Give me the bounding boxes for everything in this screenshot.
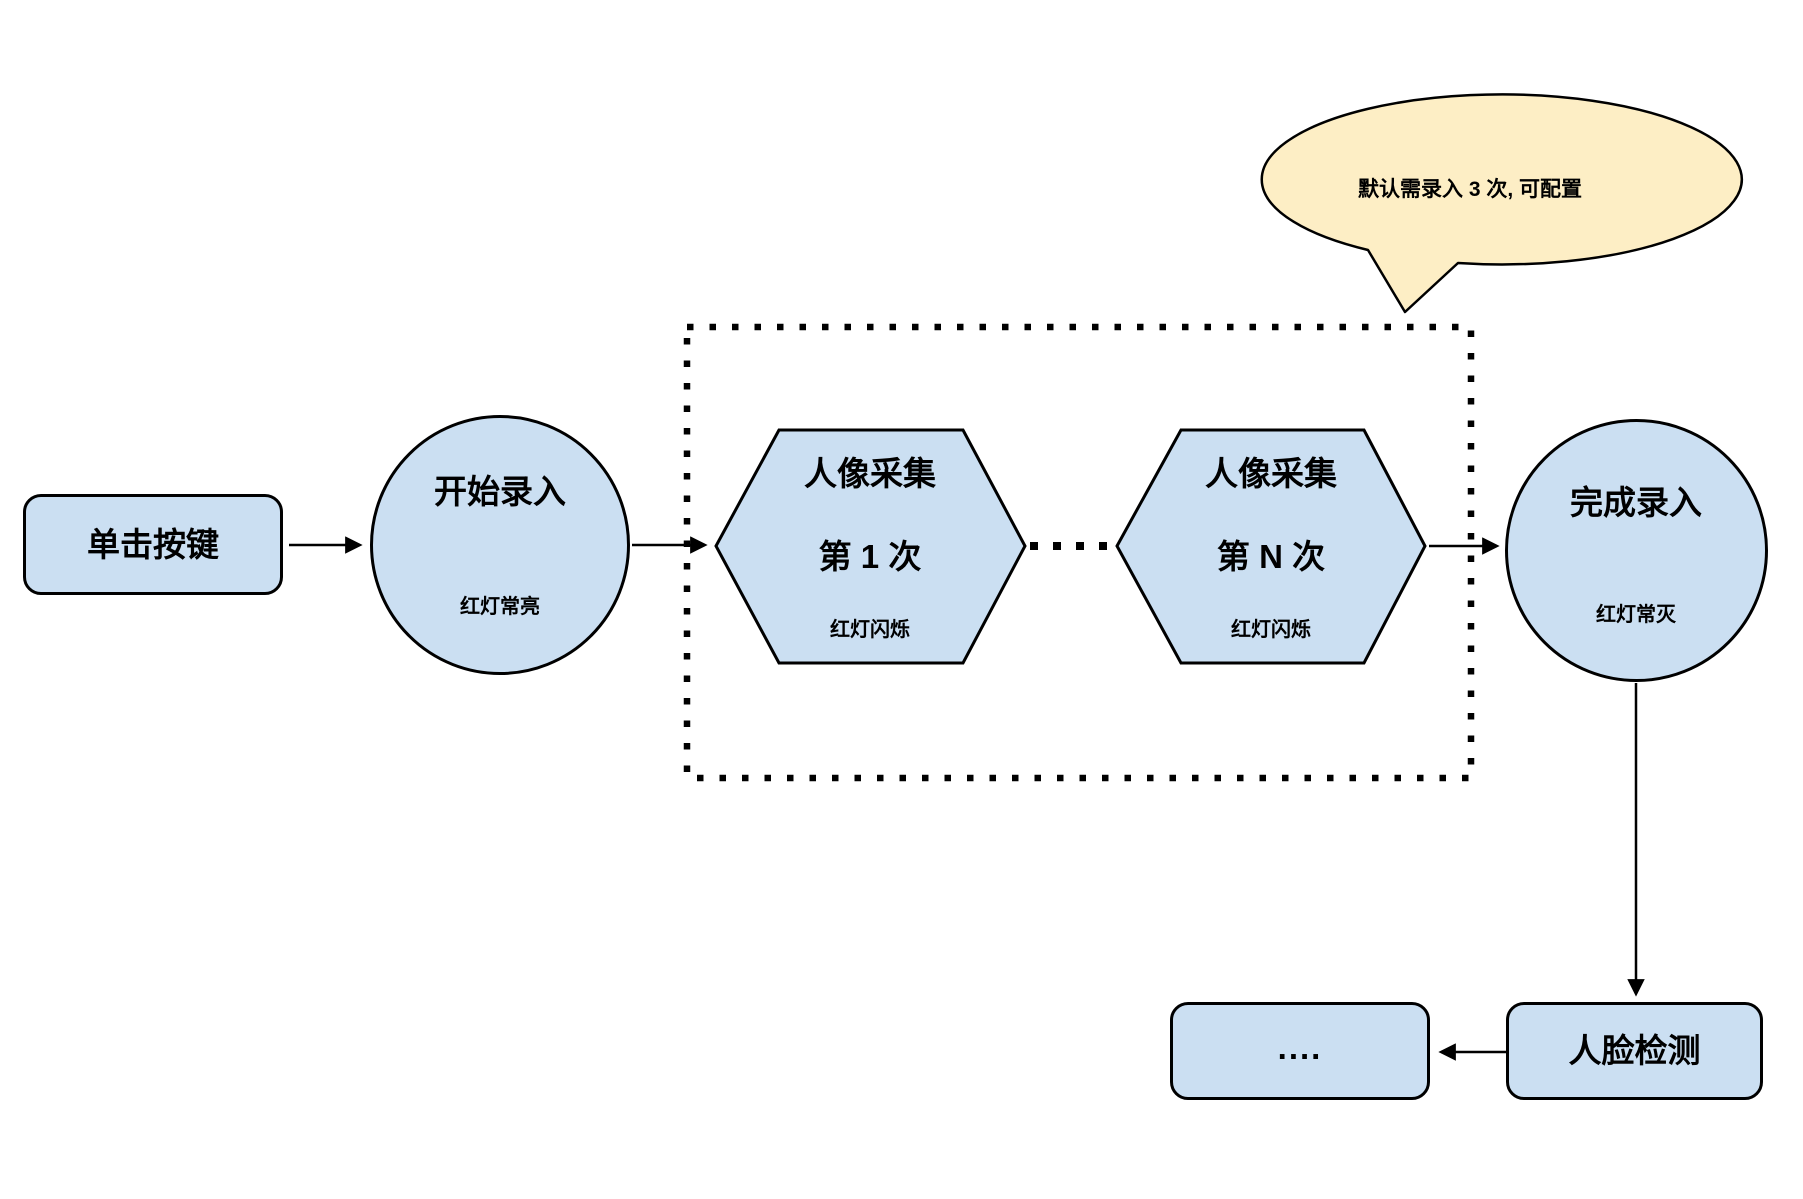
start-enroll-sublabel: 红灯常亮	[460, 596, 540, 618]
capture-first-line1: 人像采集	[804, 455, 936, 492]
finish-enroll-sublabel: 红灯常灭	[1596, 604, 1676, 626]
node-capture-first-hexagon	[714, 428, 1027, 665]
etc-label: ....	[1277, 1029, 1323, 1066]
capture-nth-sublabel: 红灯闪烁	[1231, 619, 1311, 641]
capture-first-sublabel: 红灯闪烁	[830, 619, 910, 641]
node-click-button	[23, 494, 283, 595]
click-button-label: 单击按键	[87, 526, 219, 563]
finish-enroll-label: 完成录入	[1570, 484, 1702, 521]
node-finish-enroll	[1505, 419, 1768, 682]
node-etc	[1170, 1002, 1430, 1100]
capture-nth-line2: 第 N 次	[1216, 538, 1326, 575]
capture-first-line2: 第 1 次	[818, 538, 922, 575]
start-enroll-label: 开始录入	[434, 473, 566, 510]
callout-bubble	[1260, 93, 1743, 314]
node-start-enroll	[370, 415, 630, 675]
node-capture-nth-hexagon	[1115, 428, 1427, 665]
node-face-detect	[1506, 1002, 1763, 1100]
capture-nth-line1: 人像采集	[1205, 455, 1337, 492]
face-detect-label: 人脸检测	[1568, 1032, 1701, 1069]
callout-text: 默认需录入 3 次, 可配置	[1357, 178, 1583, 201]
